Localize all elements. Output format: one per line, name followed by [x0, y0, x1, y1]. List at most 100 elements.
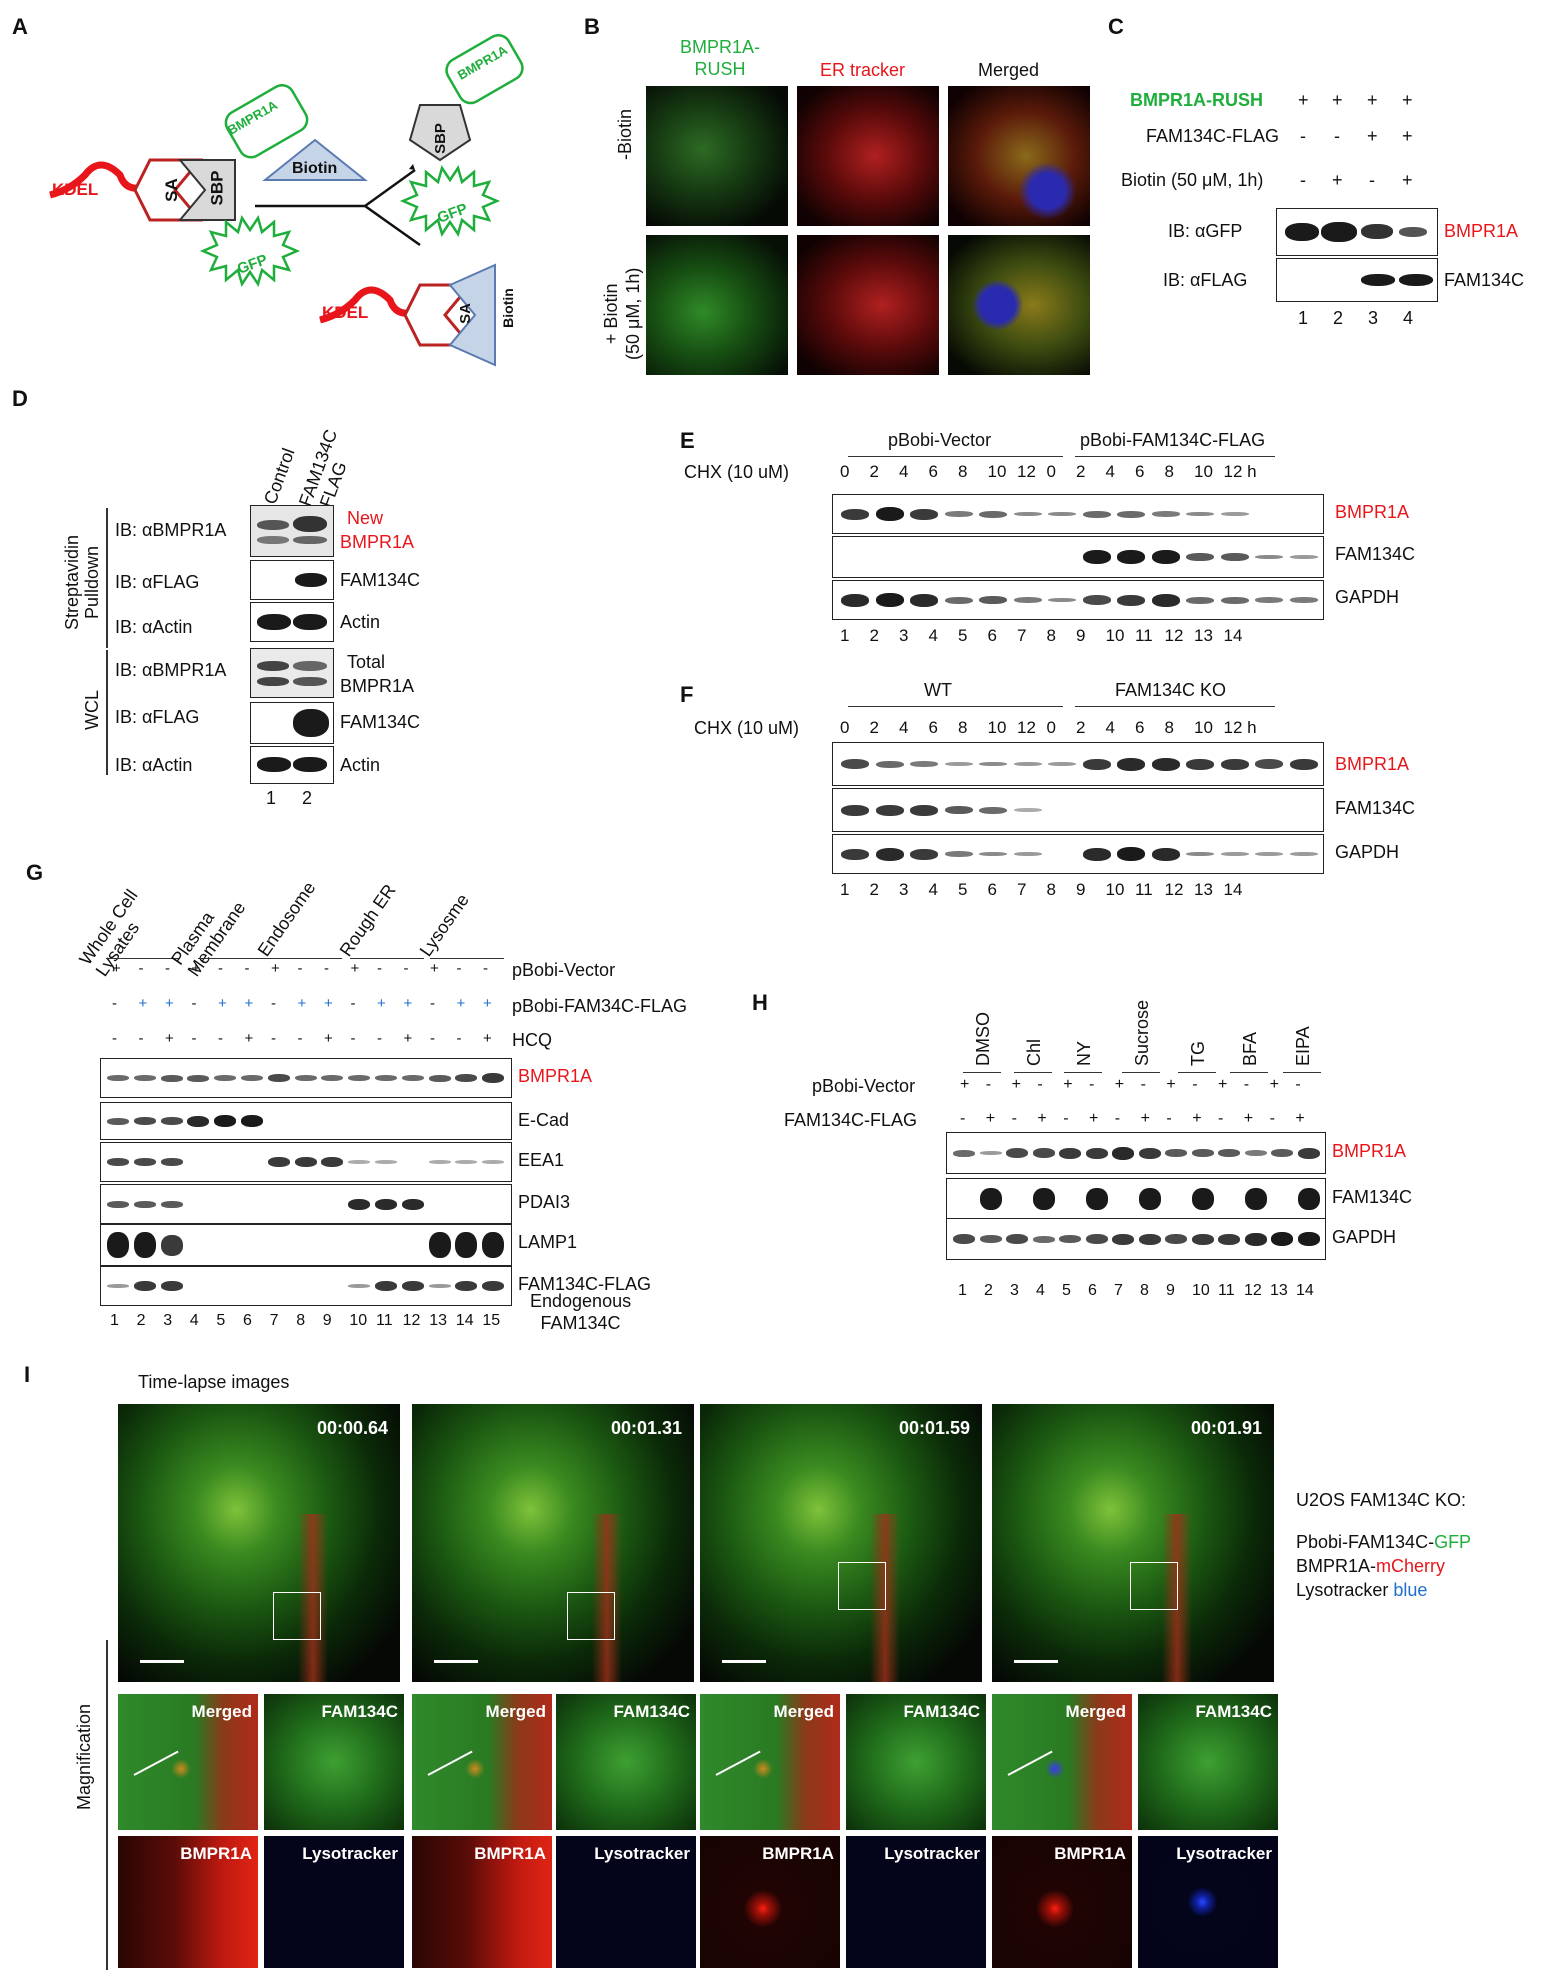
- f-blot-gapdh-band-12: [1220, 852, 1249, 856]
- i-mag-3-fam-label: FAM134C: [903, 1702, 980, 1721]
- h-lane-7: 7: [1114, 1282, 1123, 1299]
- g-s1-11: -: [377, 960, 382, 977]
- i-frame-2: 00:01.31: [412, 1404, 694, 1682]
- i-mag-3-bmpr-label: BMPR1A: [762, 1844, 834, 1863]
- i-frame-4-roi: [1130, 1562, 1178, 1610]
- e-blot-fam-band-10: [1151, 550, 1180, 564]
- c-ib2-label: IB: αFLAG: [1163, 270, 1248, 290]
- h-col-line-4: [1122, 1072, 1160, 1073]
- f-lanes-14: 14: [1223, 880, 1243, 899]
- g-s1-13: +: [430, 960, 439, 977]
- g-s2-4: -: [191, 995, 197, 1012]
- f-times-9: 2: [1076, 718, 1086, 737]
- g-s3-11: -: [377, 1030, 382, 1047]
- g-lane-5: 5: [216, 1312, 226, 1329]
- c-sign2-1: -: [1300, 126, 1306, 146]
- d-total-label: Total: [347, 652, 386, 672]
- f-blot-fam: [832, 788, 1324, 832]
- h-lane-10: 10: [1192, 1282, 1210, 1299]
- g-lane-8: 8: [296, 1312, 306, 1329]
- g-band-3: EEA1: [518, 1150, 565, 1170]
- h-s1-2: -: [985, 1076, 992, 1093]
- g-s3-5: -: [218, 1030, 223, 1047]
- e-times-2: 2: [869, 462, 879, 481]
- f-lanes-4: 4: [928, 880, 938, 899]
- g-blot-1-band-3: [160, 1075, 183, 1082]
- d-fam-label-1: FAM134C: [340, 570, 421, 590]
- e-blot-gapdh-band-5: [979, 596, 1007, 604]
- h-lane-12: 12: [1244, 1282, 1262, 1299]
- i-mag-3-arrow-icon: [715, 1750, 761, 1776]
- e-blot-bmpr1a-band-4: [944, 511, 973, 517]
- b-img-merged-1: [948, 86, 1090, 226]
- f-blot-gapdh-band-8: [1082, 848, 1111, 861]
- i-frame-2-red-edge: [592, 1514, 622, 1682]
- d-lane-2: 2: [302, 788, 313, 808]
- e-lanes-2: 2: [869, 626, 879, 645]
- f-times-2: 2: [869, 718, 879, 737]
- i-mag-1-merged: Merged: [118, 1694, 258, 1830]
- biotin-label-1: Biotin: [292, 160, 338, 177]
- e-blot-bmpr1a-band-3: [910, 509, 938, 520]
- h-blot-3-band-3: [1006, 1234, 1028, 1244]
- e-times-9: 2: [1076, 462, 1086, 481]
- g-col-line-4: [350, 958, 424, 959]
- g-lane-1: 1: [110, 1312, 119, 1329]
- g-blot-2-band-4: [187, 1116, 210, 1127]
- f-blot-gapdh-band-2: [875, 848, 904, 861]
- g-blot-4-band-3: [160, 1201, 183, 1208]
- panel-label-d: D: [12, 386, 28, 411]
- f-times-13: 10: [1194, 718, 1213, 737]
- f-group2: FAM134C KO: [1115, 680, 1227, 700]
- c-lane-4: 4: [1403, 308, 1414, 328]
- e-times-14: 12 h: [1223, 462, 1257, 481]
- g-col-line-5: [430, 958, 504, 959]
- e-blot-bmpr1a-band-6: [1013, 512, 1042, 516]
- h-col-4: Sucrose: [1132, 999, 1152, 1066]
- i-mag-4-fam-label: FAM134C: [1195, 1702, 1272, 1721]
- e-blot-gapdh-band-1: [841, 594, 869, 607]
- d-blot-3: [250, 602, 334, 642]
- f-blot-bmpr1a-band-1: [841, 759, 869, 769]
- i-frame-3-scalebar: [722, 1660, 766, 1663]
- h-s1-3: +: [1011, 1076, 1021, 1093]
- g-blot-3-band-13: [428, 1160, 451, 1164]
- e-blot-bmpr1a-band-8: [1082, 511, 1111, 518]
- panel-label-a: A: [12, 14, 28, 39]
- g-blot-1-band-7: [267, 1074, 290, 1082]
- i-mag-label: Magnification: [74, 1703, 94, 1810]
- h-col-6: BFA: [1240, 1031, 1260, 1066]
- e-lanes-7: 7: [1017, 626, 1027, 645]
- g-blot-4-band-1: [107, 1201, 129, 1208]
- h-blot-3-band-10: [1191, 1234, 1214, 1245]
- g-blot-4: [100, 1184, 512, 1224]
- g-s1-3: -: [165, 960, 170, 977]
- f-blot-bmpr1a: [832, 742, 1324, 786]
- f-lanes-6: 6: [987, 880, 997, 899]
- i-frame-3-time: 00:01.59: [898, 1418, 970, 1438]
- e-blot-bmpr1a: [832, 494, 1324, 534]
- h-row1: pBobi-Vector: [812, 1076, 916, 1096]
- i-frame-1-scalebar: [140, 1660, 184, 1663]
- c-sign1-1: +: [1298, 90, 1309, 110]
- e-blot-gapdh-band-10: [1151, 594, 1180, 607]
- i-mag-2-fam: FAM134C: [556, 1694, 696, 1830]
- i-frame-1-time: 00:00.64: [316, 1418, 388, 1438]
- g-col-4: Rough ER: [335, 880, 400, 960]
- g-lane-4: 4: [189, 1312, 199, 1329]
- i-mag-4-lyso: Lysotracker: [1138, 1836, 1278, 1968]
- e-group2: pBobi-FAM134C-FLAG: [1080, 430, 1266, 450]
- i-mag-1-bmpr-label: BMPR1A: [180, 1844, 252, 1863]
- i-mag-1-arrow-icon: [133, 1750, 179, 1776]
- g-s3-7: -: [271, 1030, 276, 1047]
- h-blot-1-band-2: [979, 1151, 1002, 1155]
- i-mag-4-merged: Merged: [992, 1694, 1132, 1830]
- g-s1-2: -: [138, 960, 144, 977]
- h-blot-3-band-1: [953, 1234, 975, 1244]
- c-band2-label: FAM134C: [1444, 270, 1525, 290]
- g-row1: pBobi-Vector: [512, 960, 616, 980]
- i-frame-3: 00:01.59: [700, 1404, 982, 1682]
- g-lane-13: 13: [429, 1312, 447, 1329]
- g-blot-2-band-2: [133, 1117, 156, 1125]
- g-s2-13: -: [430, 995, 435, 1012]
